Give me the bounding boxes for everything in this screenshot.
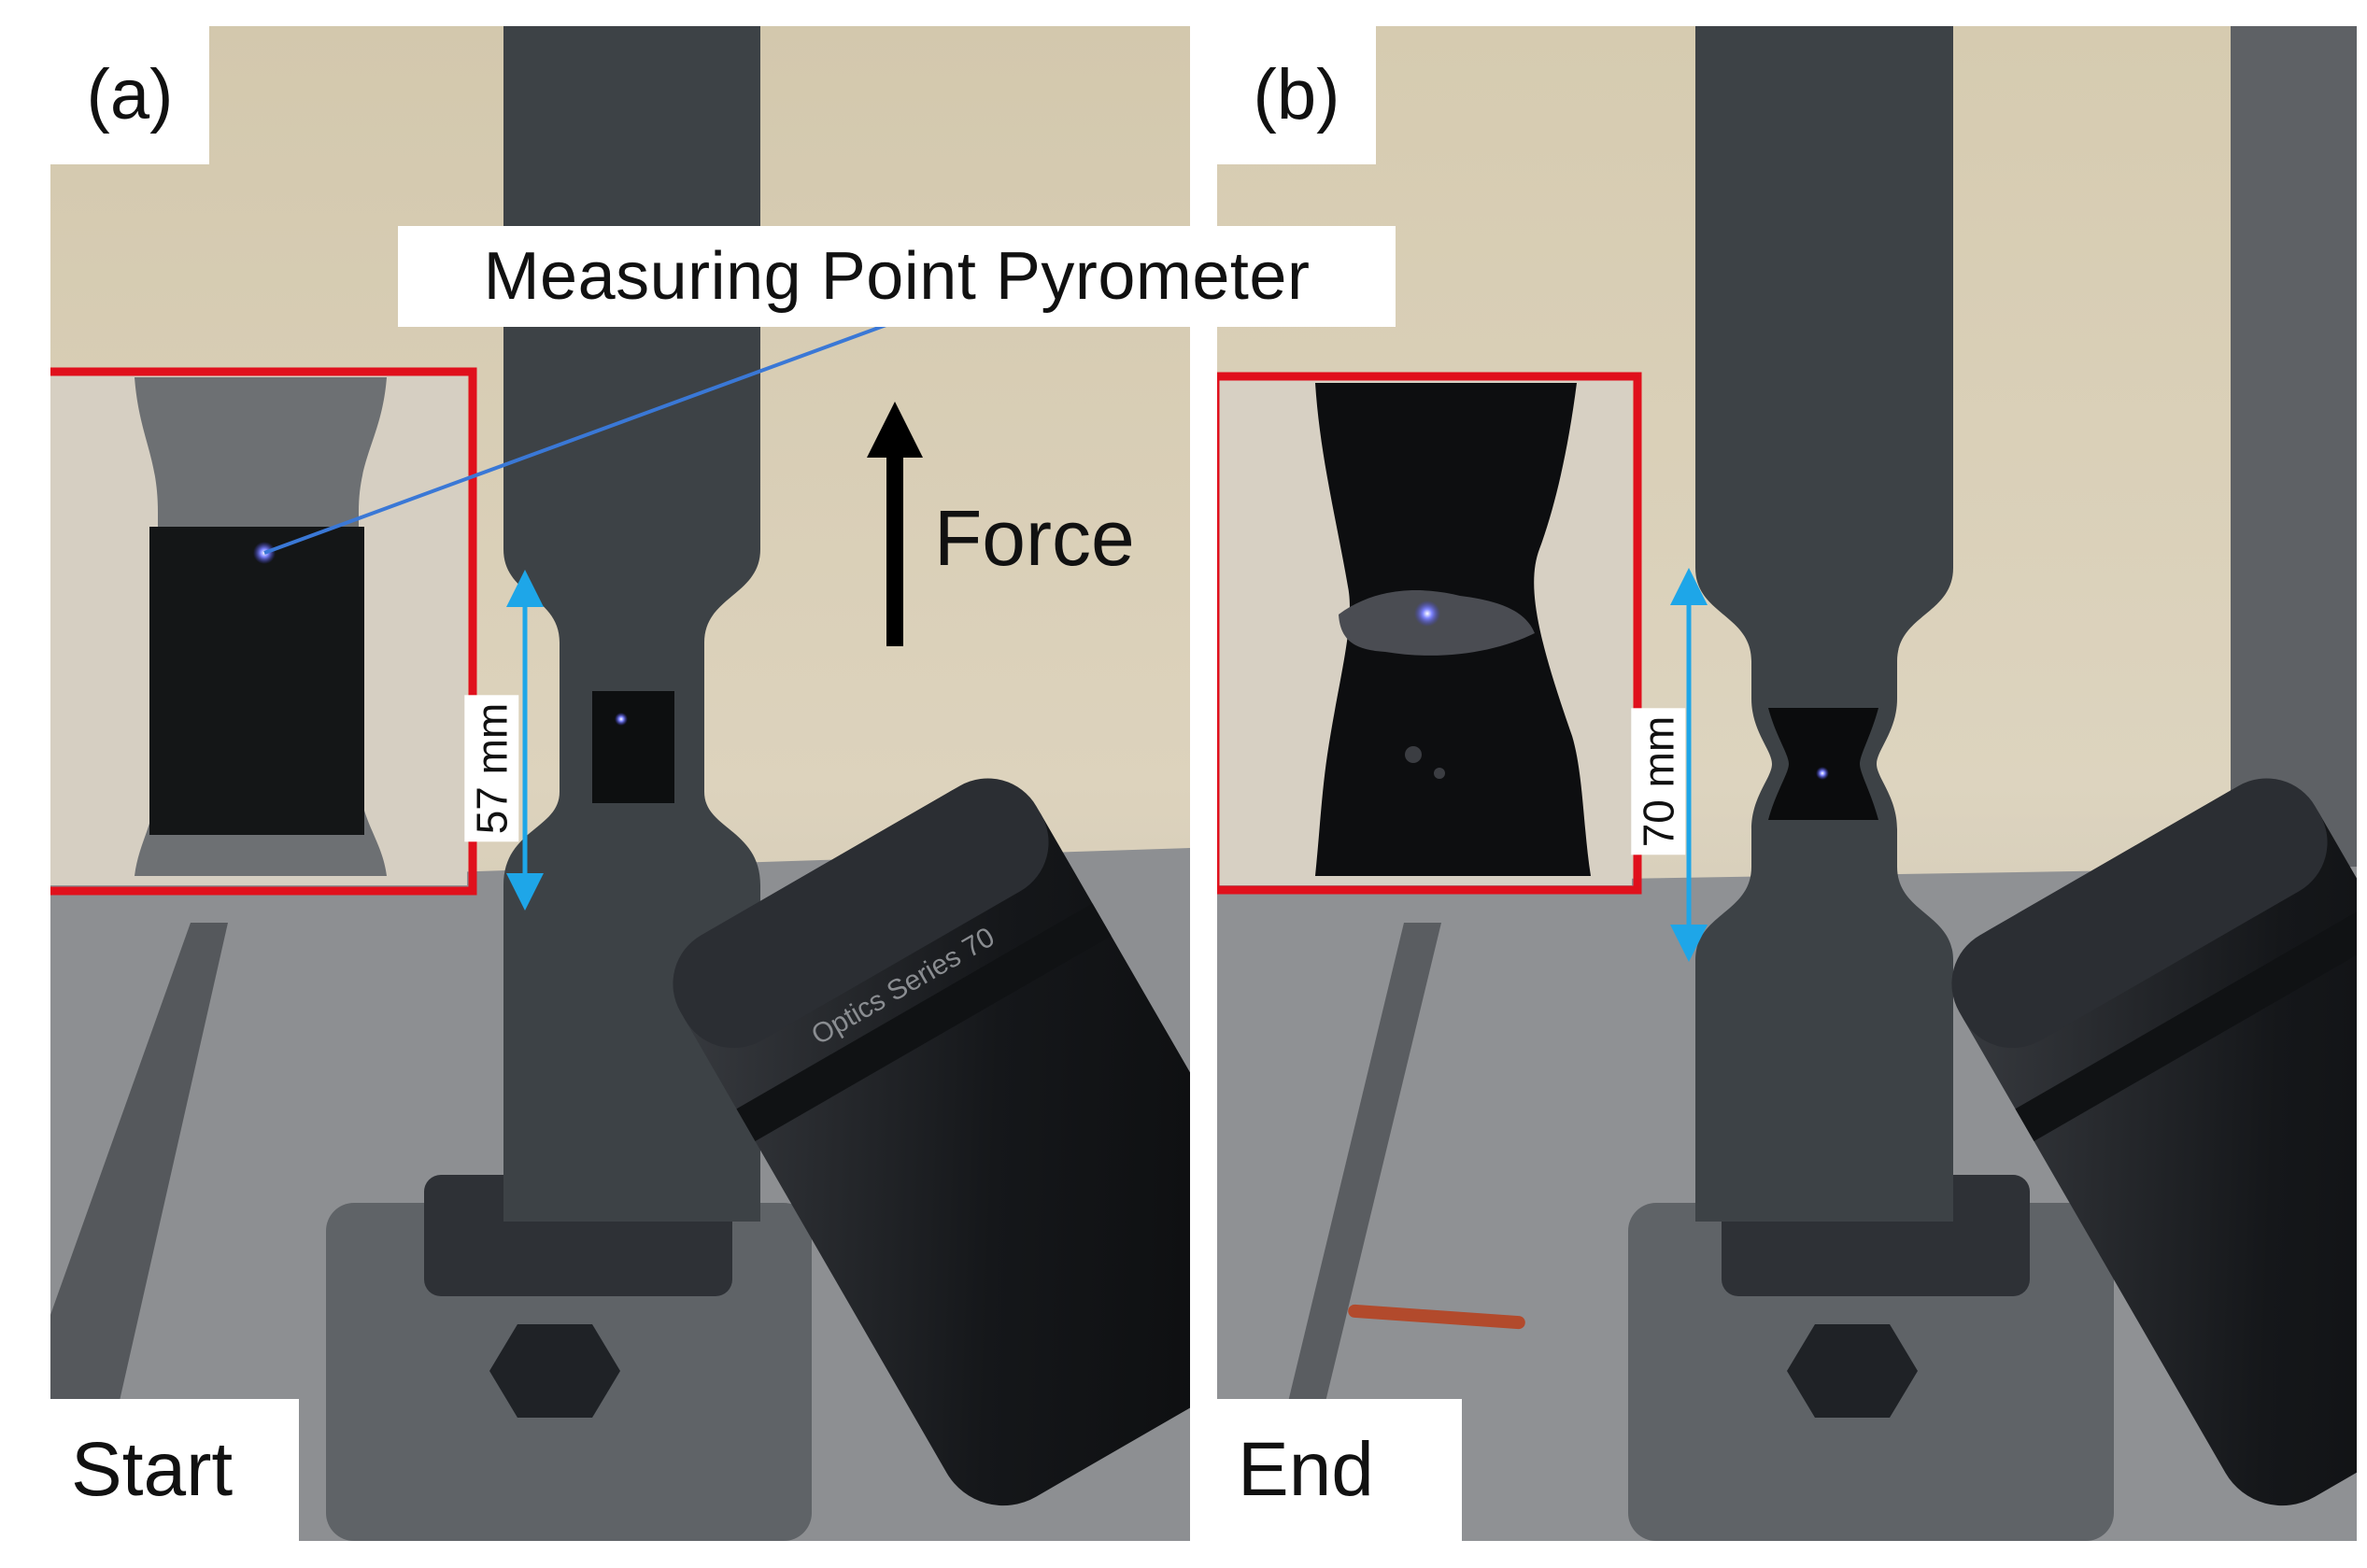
- inset-zoom-end: [1217, 372, 1642, 895]
- photo-end: [1217, 26, 2357, 1541]
- photo-panel-end: (b) End: [1217, 26, 2357, 1541]
- pyrometer-lens: [1951, 778, 2357, 1506]
- inset-zoom-start: [50, 367, 477, 896]
- grip-bolt: [1787, 1324, 1918, 1418]
- laser-spot: [615, 713, 628, 726]
- inset-border: [1217, 372, 1642, 895]
- state-label-end: End: [1217, 1399, 1462, 1541]
- panel-label-b: (b): [1217, 26, 1376, 164]
- panel-label-a: (a): [50, 26, 209, 164]
- pyrometer-callout-label: Measuring Point Pyrometer: [398, 226, 1396, 327]
- state-label-start: Start: [50, 1399, 299, 1541]
- pyrometer-lens: Optics Series 70: [673, 778, 1190, 1506]
- frame-column: [2231, 26, 2357, 904]
- pen: [1348, 1304, 1525, 1330]
- force-label: Force: [934, 494, 1135, 582]
- tensile-specimen: [1695, 26, 1953, 1222]
- gauge-length-start: 57 mm: [464, 695, 519, 842]
- grip-bolt: [489, 1324, 620, 1418]
- inset-border: [50, 367, 477, 896]
- laser-spot: [1816, 767, 1829, 780]
- gauge-length-end: 70 mm: [1631, 708, 1686, 855]
